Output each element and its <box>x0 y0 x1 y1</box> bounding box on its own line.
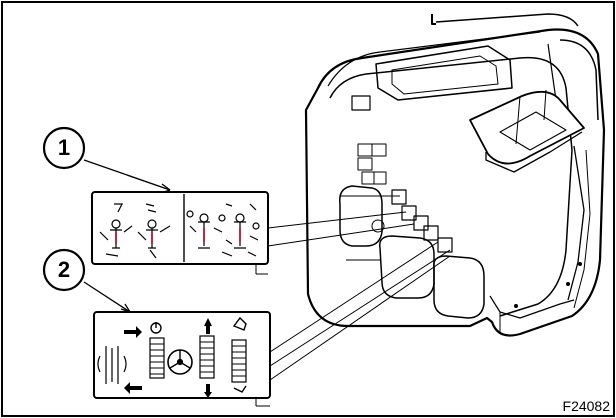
figure-code: F24082 <box>562 398 610 414</box>
travel-steering-decal-icon <box>93 311 271 399</box>
callout-2-marker <box>42 248 131 313</box>
callout-2-bracket <box>255 398 270 407</box>
excavator-cab-icon <box>304 13 606 337</box>
callout-2-number: 2 <box>57 257 71 282</box>
callout-1-leader-lines <box>267 211 415 247</box>
joystick-control-pattern-decal-icon <box>91 191 269 265</box>
callout-2-leader-lines <box>269 241 451 381</box>
callout-1-number: 1 <box>57 135 71 160</box>
callout-1-bracket <box>255 264 268 275</box>
